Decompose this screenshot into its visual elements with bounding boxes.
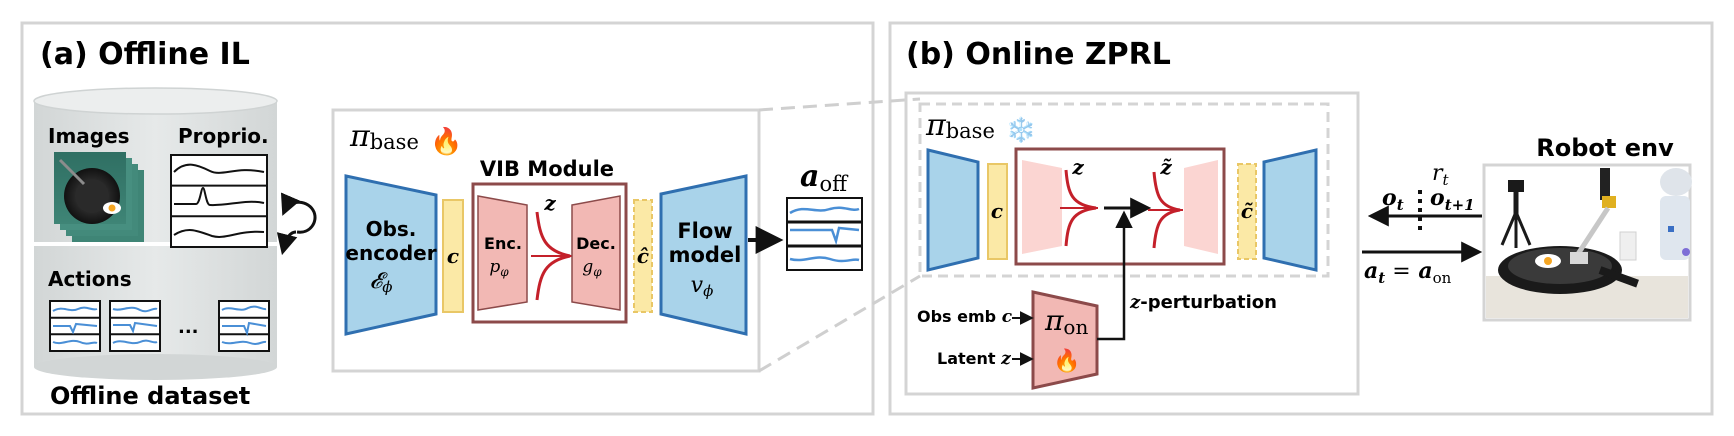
frozen-vib-encoder-shape	[1022, 160, 1062, 254]
pi-base-label-a: πbase	[349, 119, 419, 154]
flow-model-line2: model	[669, 243, 742, 267]
action-thumbnail-3	[218, 300, 270, 352]
obs-encoder-line2: encoder	[345, 241, 436, 265]
snowflake-icon: ❄️	[1006, 116, 1036, 144]
c-embedding-bar-a	[442, 199, 464, 313]
z-perturbation-arrow	[1097, 210, 1133, 341]
vib-module-title: VIB Module	[480, 157, 614, 181]
panel-b-title: (b) Online ZPRL	[906, 37, 1171, 72]
c-tilde-label: c̃	[1241, 199, 1253, 223]
vib-decoder-shape	[571, 195, 621, 311]
obs-label: ot	[1382, 185, 1404, 214]
pi-on-label: πon	[1044, 304, 1088, 339]
fire-icon-online: 🔥	[1053, 348, 1080, 374]
obs-emb-label: Obs emb c	[917, 307, 1013, 327]
a-off-plot	[786, 197, 863, 271]
image-stack	[54, 152, 144, 242]
proprio-label: Proprio.	[178, 124, 269, 148]
latent-label: Latent z	[937, 349, 1011, 369]
dec-symbol: gφ	[582, 257, 602, 279]
zoom-connector-top	[758, 97, 921, 112]
robot-env-photo	[1486, 168, 1692, 318]
a-off-label: aoff	[800, 159, 849, 196]
c-hat-label: ĉ	[637, 244, 649, 268]
z-label-a: z	[543, 191, 556, 215]
zoom-connector-bottom	[758, 274, 921, 373]
c-label-a: c	[447, 244, 459, 268]
enc-symbol: pφ	[489, 257, 509, 279]
frozen-flow-shape	[1262, 148, 1318, 272]
z-label-b: z	[1071, 155, 1084, 179]
online-policy-frame	[904, 91, 1360, 396]
flow-model-line1: Flow	[677, 219, 732, 243]
training-loop-arrow	[280, 192, 317, 234]
c-embedding-bar-b	[987, 163, 1008, 260]
reward-label: rt	[1432, 161, 1450, 189]
vib-module-box	[471, 182, 628, 324]
action-thumbnail-1	[49, 300, 101, 352]
obs-next-label: ot+1	[1430, 185, 1475, 214]
offline-dataset-caption: Offline dataset	[50, 382, 250, 410]
c-tilde-bar	[1237, 163, 1257, 260]
panel-b-frame	[888, 21, 1714, 416]
frozen-encoder-shape	[926, 148, 980, 272]
flow-model-symbol: vϕ	[691, 273, 714, 300]
robot-env-title: Robot env	[1536, 134, 1674, 162]
proprio-plot	[170, 154, 268, 248]
actions-label: Actions	[48, 267, 132, 291]
frozen-vib-box	[1014, 147, 1226, 266]
enc-label: Enc.	[484, 234, 522, 253]
vib-encoder-shape	[477, 195, 528, 311]
dec-label: Dec.	[576, 234, 616, 253]
c-label-b: c	[991, 199, 1003, 223]
obs-encoder-line1: Obs.	[366, 217, 417, 241]
action-label: at = aon	[1364, 258, 1452, 287]
fire-icon: 🔥	[430, 126, 462, 157]
pi-base-label-b: πbase	[925, 108, 995, 143]
actions-ellipsis: ...	[178, 317, 199, 338]
c-hat-bar	[633, 199, 653, 313]
action-thumbnail-2	[109, 300, 161, 352]
z-perturbation-label: z-perturbation	[1129, 292, 1277, 313]
z-tilde-label: z̃	[1159, 155, 1172, 179]
images-label: Images	[48, 124, 130, 148]
frozen-vib-decoder-shape	[1184, 160, 1218, 254]
flow-model-shape	[659, 174, 748, 336]
panel-a-frame	[20, 21, 875, 416]
obs-encoder-shape	[344, 174, 438, 336]
panel-a-title: (a) Offline IL	[40, 37, 250, 72]
